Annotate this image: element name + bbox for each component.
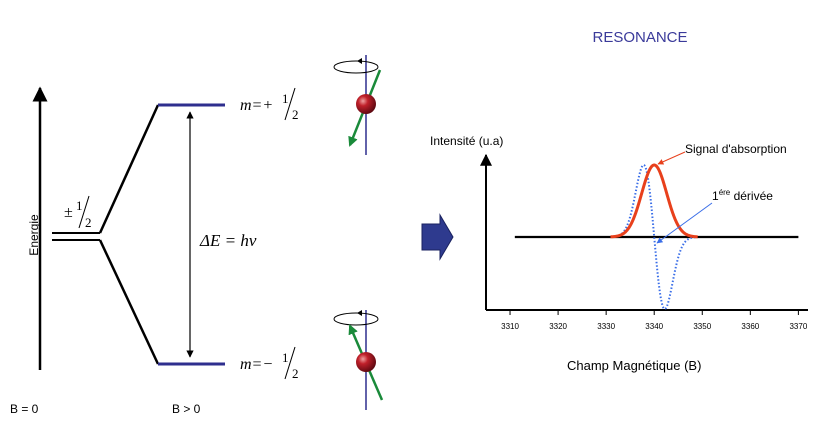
epr-spectrum-chart: Intensité (u.a) Champ Magnétique (B) 331… <box>430 134 808 373</box>
lower-level-num: 1 <box>282 350 289 365</box>
degenerate-spin-label: ± 1 2 <box>64 195 92 230</box>
degenerate-sign: ± <box>64 204 73 221</box>
energy-axis-label: Energie <box>27 214 41 256</box>
spin-down-icon <box>333 310 384 410</box>
field-on-label: B > 0 <box>172 402 201 416</box>
split-line-lower <box>98 239 160 365</box>
fraction-slash <box>284 346 296 380</box>
x-tick-label: 3360 <box>741 322 759 331</box>
lower-level-label: m=− 1 2 <box>240 346 299 381</box>
derivative-label: 1ére dérivée <box>712 188 773 203</box>
fraction-slash <box>284 87 296 121</box>
chart-y-label: Intensité (u.a) <box>430 134 503 148</box>
series-absorption <box>610 163 698 239</box>
x-tick-label: 3340 <box>645 322 663 331</box>
upper-level-den: 2 <box>292 107 299 122</box>
spin-up-icon <box>333 55 382 155</box>
x-tick-label: 3330 <box>597 322 615 331</box>
fraction-slash <box>78 195 90 229</box>
absorption-label: Signal d'absorption <box>685 142 787 156</box>
energy-gap-label: ΔE = hν <box>199 231 257 250</box>
x-tick-label: 3350 <box>693 322 711 331</box>
right-arrow-icon <box>421 213 454 261</box>
x-tick-label: 3370 <box>789 322 807 331</box>
lower-level-prefix: m=− <box>240 356 273 373</box>
derivative-label-base: 1 <box>712 189 719 203</box>
series-derivative <box>611 163 697 311</box>
derivative-label-rest: dérivée <box>730 189 773 203</box>
split-line-upper <box>98 104 160 234</box>
field-zero-label: B = 0 <box>10 402 39 416</box>
x-tick-label: 3310 <box>501 322 519 331</box>
lower-level-den: 2 <box>292 366 299 381</box>
upper-level-label: m=+ 1 2 <box>240 87 299 122</box>
degenerate-den: 2 <box>85 215 92 230</box>
upper-level-prefix: m=+ <box>240 97 273 114</box>
title: RESONANCE <box>592 29 687 46</box>
degenerate-num: 1 <box>76 198 83 213</box>
chart-x-label: Champ Magnétique (B) <box>567 358 701 373</box>
upper-level-num: 1 <box>282 91 289 106</box>
derivative-label-sup: ére <box>719 188 731 197</box>
x-tick-label: 3320 <box>549 322 567 331</box>
energy-level-diagram: Energie ΔE = hν ± 1 2 m=+ 1 2 m=− <box>10 86 299 416</box>
derivative-pointer <box>656 202 713 244</box>
absorption-pointer <box>657 151 686 165</box>
